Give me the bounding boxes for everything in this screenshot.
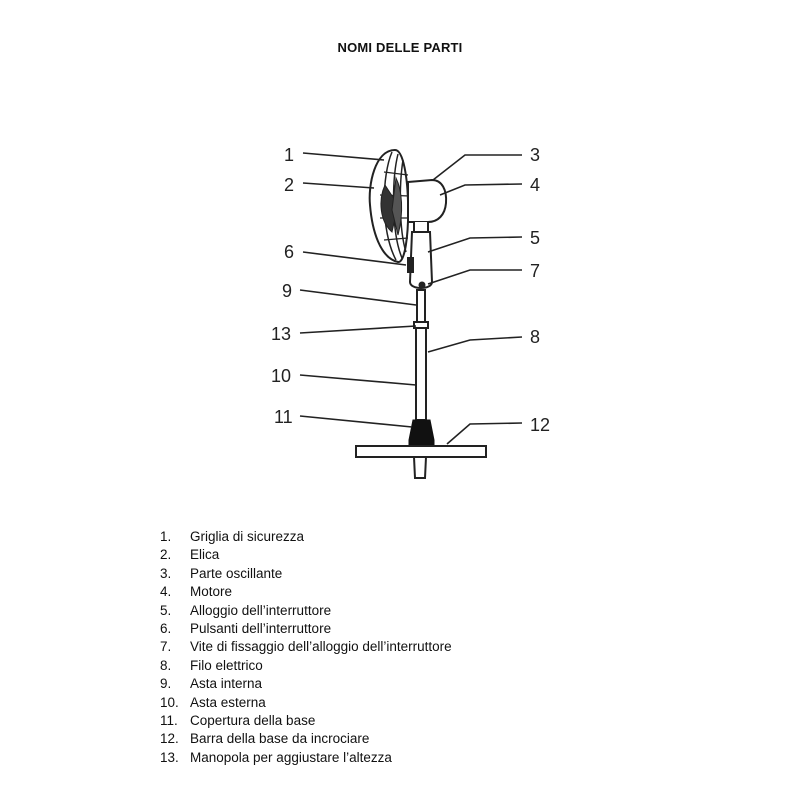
list-item: 11. Copertura della base	[160, 712, 452, 730]
item-number: 11.	[160, 713, 178, 729]
callout-13: 13	[271, 324, 291, 344]
leader-lines	[299, 152, 523, 445]
list-item: 12. Barra della base da incrociare	[160, 730, 452, 748]
item-number: 5.	[160, 602, 172, 618]
list-item: 5. Alloggio dell’interruttore	[160, 602, 452, 620]
item-label: Elica	[190, 547, 220, 563]
item-number: 3.	[160, 565, 172, 581]
callout-2: 2	[284, 175, 294, 195]
list-item: 1. Griglia di sicurezza	[160, 528, 452, 546]
item-label: Vite di fissaggio dell’alloggio dell’int…	[190, 639, 452, 655]
item-label: Manopola per aggiustare l’altezza	[190, 749, 392, 765]
callout-9: 9	[282, 281, 292, 301]
item-number: 10.	[160, 694, 179, 710]
item-number: 13.	[160, 749, 179, 765]
item-label: Asta interna	[190, 676, 263, 692]
item-label: Filo elettrico	[190, 657, 263, 673]
fan-diagram: 1 2 3 4 5 6 7 9 8 13 10 11 12	[271, 145, 550, 479]
callout-3: 3	[530, 145, 540, 165]
callout-6: 6	[284, 242, 294, 262]
callout-12: 12	[530, 415, 550, 435]
item-label: Asta esterna	[190, 694, 266, 710]
list-item: 3. Parte oscillante	[160, 565, 452, 583]
switch-housing	[407, 231, 434, 289]
item-number: 7.	[160, 639, 172, 655]
item-number: 9.	[160, 676, 172, 692]
item-label: Griglia di sicurezza	[190, 529, 305, 544]
callout-1: 1	[284, 145, 294, 165]
item-label: Pulsanti dell’interruttore	[190, 621, 332, 637]
base-crossbar	[355, 445, 487, 479]
item-number: 8.	[160, 657, 172, 673]
fan-motor	[407, 178, 448, 233]
item-label: Copertura della base	[190, 713, 316, 729]
page-title: NOMI DELLE PARTI	[337, 40, 463, 55]
callout-4: 4	[530, 175, 540, 195]
callout-5: 5	[530, 228, 540, 248]
parts-list: 1. Griglia di sicurezza 2. Elica 3. Parte o…	[160, 528, 452, 767]
list-item: 4. Motore	[160, 583, 452, 601]
fan-blade	[380, 176, 403, 236]
list-item: 9. Asta interna	[160, 675, 452, 693]
list-item: 8. Filo elettrico	[160, 657, 452, 675]
list-item: 6. Pulsanti dell’interruttore	[160, 620, 452, 638]
item-number: 4.	[160, 584, 172, 600]
item-label: Barra della base da incrociare	[190, 731, 370, 747]
list-item: 7. Vite di fissaggio dell’alloggio dell’i…	[160, 638, 452, 656]
item-number: 12.	[160, 731, 179, 747]
item-label: Parte oscillante	[190, 565, 283, 581]
callout-8: 8	[530, 327, 540, 347]
item-number: 1.	[160, 529, 172, 544]
fan-poles	[413, 289, 429, 421]
list-item: 2. Elica	[160, 546, 452, 564]
item-number: 2.	[160, 547, 172, 563]
item-label: Motore	[190, 584, 233, 600]
list-item: 10. Asta esterna	[160, 694, 452, 712]
callout-7: 7	[530, 261, 540, 281]
item-label: Alloggio dell’interruttore	[190, 602, 332, 618]
item-number: 6.	[160, 621, 172, 637]
callout-10: 10	[271, 366, 291, 386]
list-item: 13. Manopola per aggiustare l’altezza	[160, 749, 452, 767]
callout-11: 11	[274, 407, 293, 427]
